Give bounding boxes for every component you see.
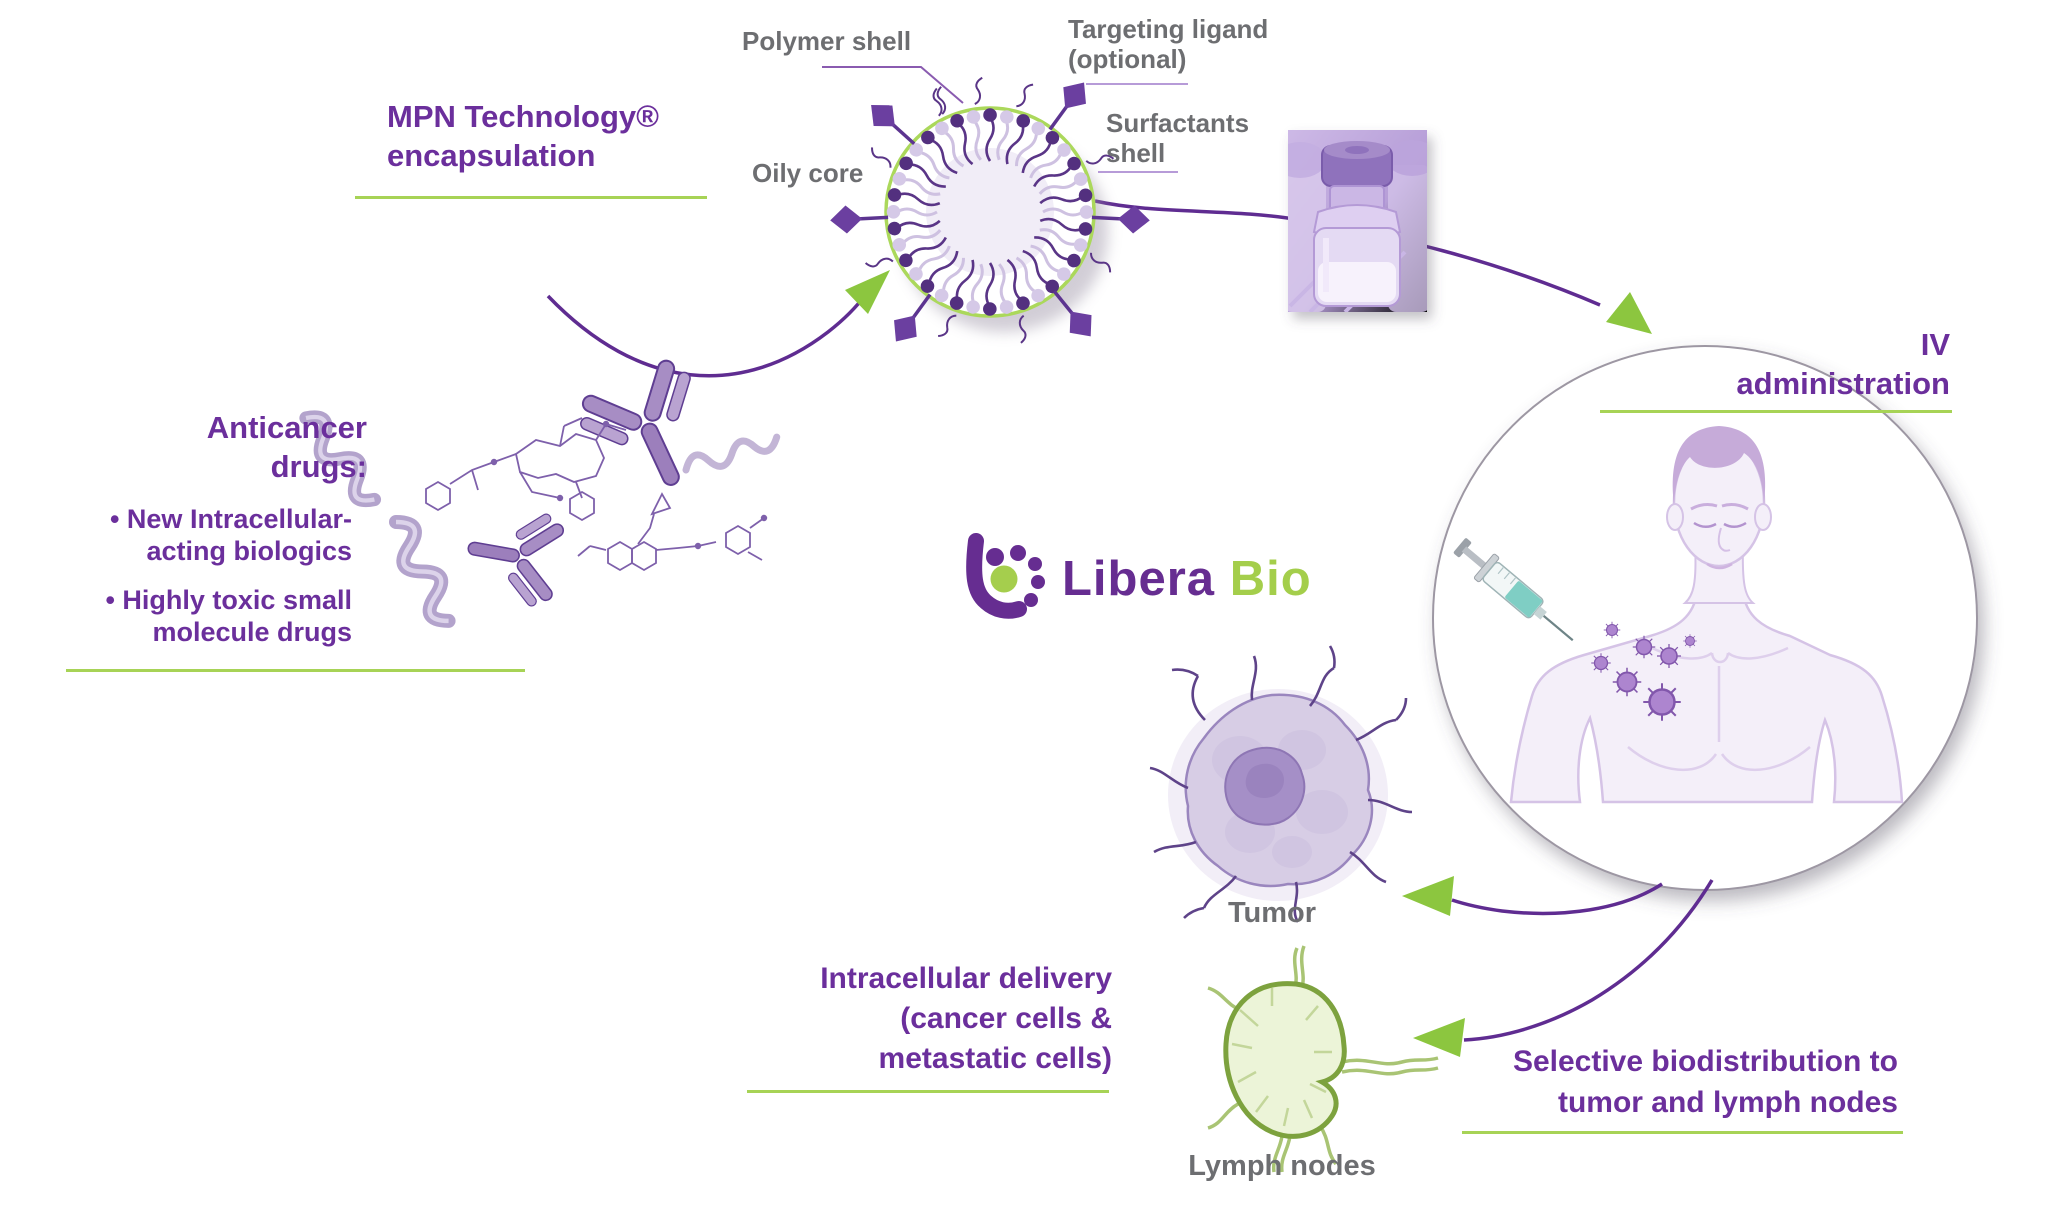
targeting-ligand-underline [1086,83,1188,85]
libera-bio-logo-text: Libera Bio [1062,551,1312,607]
molecule-structure-icon [577,492,768,571]
intracellular-line3: metastatic cells) [878,1042,1112,1075]
bullet-icon: • [105,585,115,615]
anticancer-heading: Anticancer drugs: [107,408,367,486]
mpn-underline [355,196,707,199]
tumor-cell-illustration [1149,645,1413,923]
arrowhead-to-tumor-icon [1402,876,1454,916]
anticancer-molecules-illustration [297,347,781,627]
drug-vials-photo [1288,130,1427,312]
intracellular-line2: (cancer cells & [900,1002,1112,1035]
anticancer-underline [66,669,525,672]
bullet2-line1: Highly toxic small [122,585,352,615]
iv-heading: IV administration [1600,325,1950,403]
logo-bio-text: Bio [1229,552,1312,606]
intracellular-line1: Intracellular delivery [820,962,1112,995]
syringe-icon [1453,538,1574,642]
surfactants-pointer-line [1098,171,1178,173]
anticancer-line2: drugs: [270,449,367,484]
iv-underline [1600,410,1952,413]
selective-line1: Selective biodistribution to [1512,1045,1898,1078]
surfactants-line1: Surfactants [1106,108,1250,138]
lymph-nodes-text: Lymph nodes [1188,1150,1376,1182]
arrow-drugs-to-nanoparticle [546,292,868,378]
targeting-ligand-line2: (optional) [1068,44,1187,74]
surfactant-dots-light [886,108,1094,316]
libera-bio-logo-mark [966,533,1045,619]
mpn-heading: MPN Technology® encapsulation [387,97,659,175]
anticancer-line1: Anticancer [206,410,367,445]
intracellular-heading: Intracellular delivery (cancer cells & m… [702,959,1112,1079]
antibody-icon [458,496,570,616]
targeting-ligand-line1: Targeting ligand [1068,14,1269,44]
lymph-node-illustration [1207,945,1439,1173]
lymph-node-texture [1231,988,1332,1127]
arrowhead-to-iv-icon [1606,292,1652,334]
tumor-tendrils [1149,645,1413,923]
bullet-icon: • [109,504,120,534]
iv-line2: administration [1736,366,1950,401]
arrowhead-to-nanoparticle-icon [845,270,890,314]
polymer-shell-label: Polymer shell [742,26,911,56]
helix-icon [385,516,461,627]
bullet-toxic-drugs: • Highly toxic small molecule drugs [40,584,352,648]
selective-line2: tumor and lymph nodes [1557,1086,1898,1119]
iv-line1: IV [1920,327,1950,362]
antibody-icon [562,347,736,514]
nanoparticle-illustration [827,72,1153,352]
surfactant-dots-dark [886,108,1094,316]
targeting-ligand-label: Targeting ligand (optional) [1068,14,1268,74]
surfactants-line2: shell [1106,138,1166,168]
polymer-shell-text: Polymer shell [742,26,912,56]
tumor-caption: Tumor [1172,897,1372,930]
bullet2-line2: molecule drugs [152,617,352,647]
intracellular-underline [747,1090,1109,1093]
oily-core-text: Oily core [752,158,864,188]
oily-core-disc [926,148,1054,276]
selective-underline [1462,1131,1903,1134]
lymph-nodes-caption: Lymph nodes [1152,1150,1412,1183]
surfactants-shell-label: Surfactants shell [1106,108,1249,168]
bullet-new-biologics: • New Intracellular- acting biologics [40,503,352,567]
tumor-text: Tumor [1227,897,1317,929]
bullet1-line2: acting biologics [146,536,352,566]
arrow-iv-to-lymph [1463,879,1714,1042]
arrow-iv-to-tumor [1451,882,1663,916]
peptide-squiggle-icon [682,433,781,474]
logo-libera-text: Libera [1062,552,1216,606]
bullet1-line1: New Intracellular- [126,504,352,534]
mpn-line2: encapsulation [387,138,596,173]
oily-core-label: Oily core [752,158,863,188]
molecule-structure-icon [425,417,627,521]
mpn-line1: MPN Technology® [387,99,659,134]
human-torso-illustration [1453,426,1904,804]
arrowhead-to-lymph-icon [1413,1018,1465,1057]
polymer-shell-pointer-line [822,66,964,104]
hair [1672,426,1766,505]
selective-heading: Selective biodistribution to tumor and l… [1448,1041,1898,1123]
